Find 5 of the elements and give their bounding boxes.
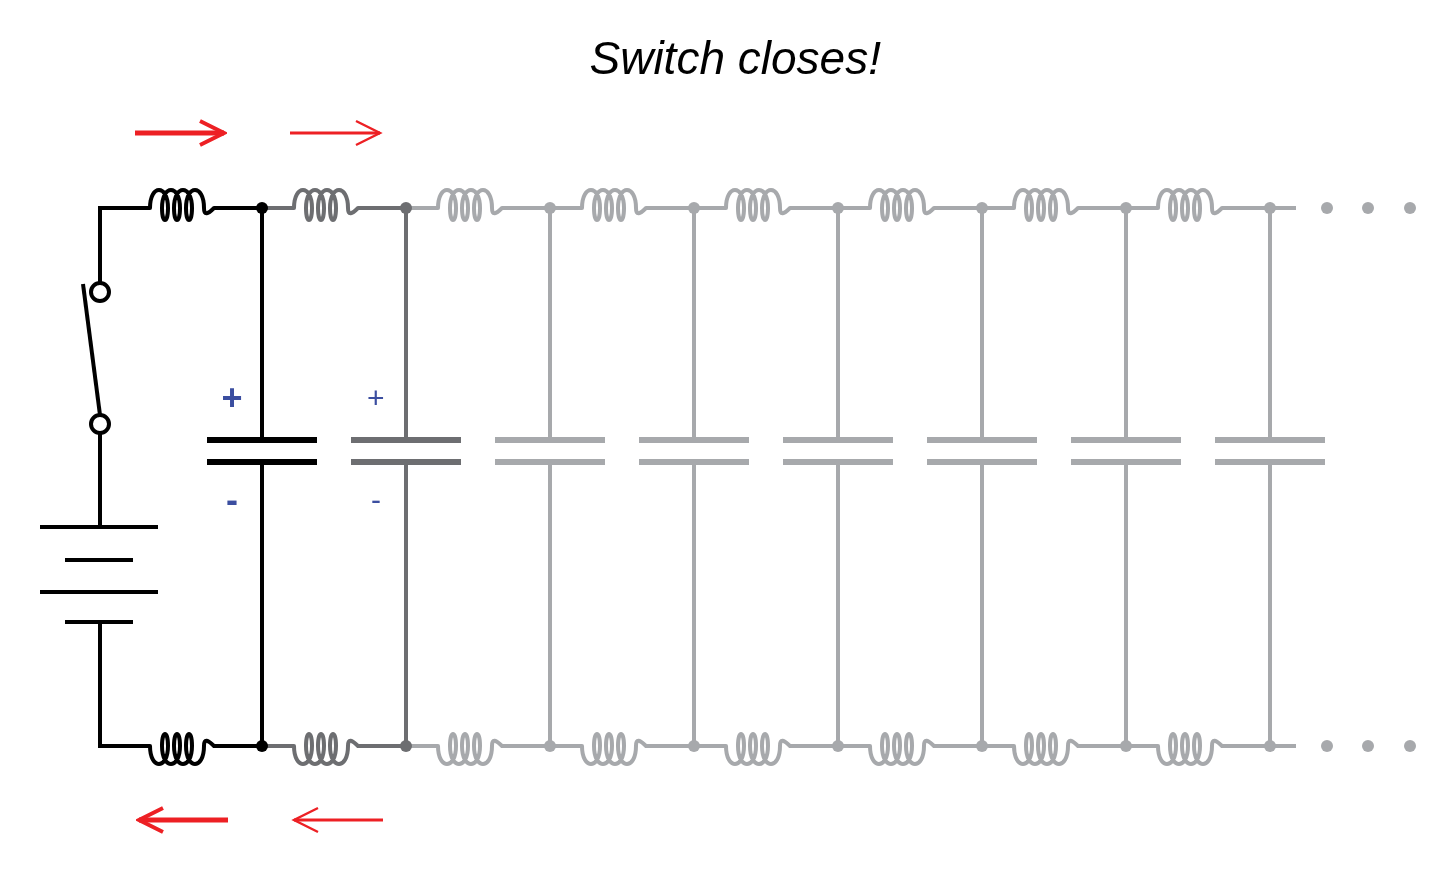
title: Switch closes! (589, 35, 881, 81)
polarity-sign: + (221, 380, 243, 416)
polarity-sign: + (367, 383, 385, 413)
polarity-sign: - (371, 485, 381, 515)
polarity-sign: - (226, 482, 238, 518)
